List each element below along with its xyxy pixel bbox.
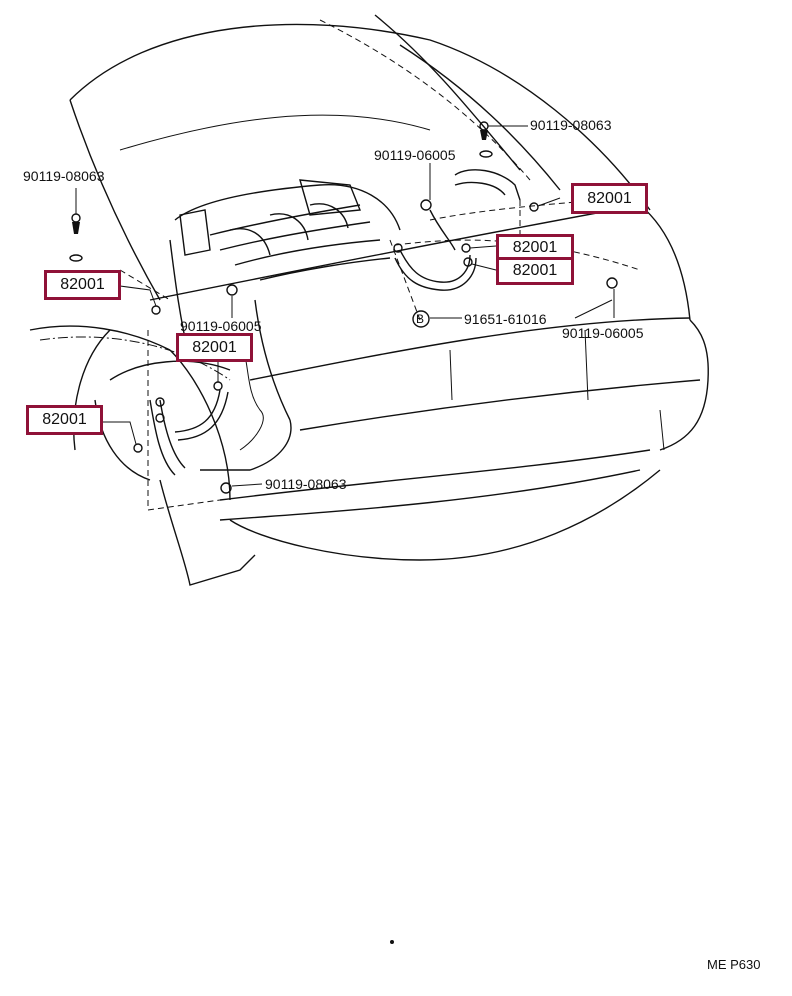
b-marker-circle [412, 310, 430, 328]
part-label-90119-06005-mid: 90119-06005 [180, 318, 262, 334]
part-hotspot-82001-left[interactable]: 82001 [44, 270, 121, 300]
part-label-90119-06005-right: 90119-06005 [562, 325, 644, 341]
part-label-90119-06005-top: 90119-06005 [374, 147, 456, 163]
part-label-90119-08063-top: 90119-08063 [530, 117, 612, 133]
part-label-91651-61016: 91651-61016 [464, 311, 547, 327]
part-label-90119-08063-left: 90119-08063 [23, 168, 105, 184]
b-marker-label: B [416, 312, 425, 326]
part-hotspot-82001-center-lower[interactable]: 82001 [496, 257, 574, 285]
wiring-harness [149, 169, 521, 476]
fasteners [69, 121, 618, 494]
part-label-90119-08063-bottom: 90119-08063 [265, 476, 347, 492]
diagram-code: ME P630 [707, 957, 761, 972]
leader-lines [75, 125, 615, 487]
vehicle-body-outline [29, 14, 709, 586]
part-hotspot-82001-lower-left[interactable]: 82001 [26, 405, 103, 435]
part-hotspot-82001-mid[interactable]: 82001 [176, 333, 253, 362]
stray-dot [390, 940, 394, 944]
part-hotspot-82001-upper-right[interactable]: 82001 [571, 183, 648, 214]
